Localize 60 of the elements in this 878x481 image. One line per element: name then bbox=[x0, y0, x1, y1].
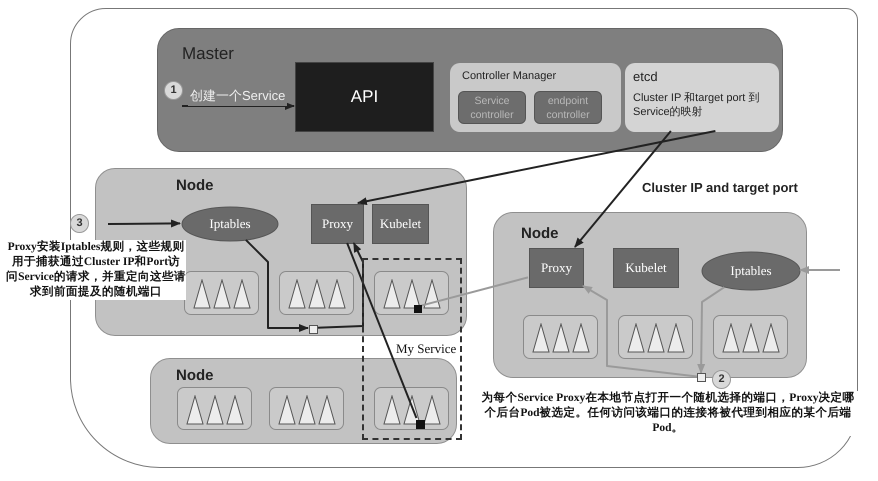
arrow bbox=[316, 242, 364, 329]
arrow bbox=[356, 130, 716, 206]
step-number: 1 bbox=[170, 83, 177, 98]
panel-title: Master bbox=[182, 43, 234, 65]
edge-label: 创建一个Service bbox=[188, 86, 288, 106]
box-title: etcd bbox=[633, 68, 659, 86]
ellipse-label: Iptables bbox=[209, 215, 251, 234]
box-label: Proxy bbox=[540, 259, 572, 278]
box-label: Kubelet bbox=[625, 259, 667, 278]
component-box bbox=[311, 204, 364, 244]
panel-title: Node bbox=[176, 366, 214, 386]
pod-group-box bbox=[374, 271, 449, 315]
iptables-ellipse bbox=[701, 251, 801, 291]
panel-title: Node bbox=[521, 224, 558, 244]
arrow bbox=[799, 266, 840, 274]
box-title: Controller Manager bbox=[462, 69, 556, 84]
arrow bbox=[245, 239, 309, 332]
controller-manager-box bbox=[450, 63, 621, 132]
panel-title: Node bbox=[176, 176, 214, 196]
pod-group-box bbox=[523, 315, 598, 359]
iptables-ellipse bbox=[181, 206, 279, 242]
step-badge bbox=[70, 214, 89, 233]
note-text: Proxy安装Iptables规则，这些规则用于捕获通过Cluster IP和Port访问Service的请求，并重定向这些请求到前面提及的随机端口 bbox=[6, 240, 186, 300]
controller-box bbox=[534, 91, 602, 124]
arrow bbox=[582, 285, 698, 378]
box-label: Kubelet bbox=[380, 215, 422, 234]
node-panel bbox=[150, 358, 457, 444]
component-box bbox=[529, 248, 584, 288]
component-box bbox=[372, 204, 429, 244]
box-label: Proxy bbox=[322, 215, 354, 234]
pod-group-box bbox=[269, 387, 344, 430]
step-number: 3 bbox=[76, 216, 83, 232]
pod-group-box bbox=[279, 271, 354, 315]
master-panel bbox=[157, 28, 783, 152]
port-square bbox=[416, 420, 425, 429]
component-box bbox=[613, 248, 679, 288]
box-label: API bbox=[350, 86, 378, 108]
step-badge bbox=[164, 81, 183, 100]
box-description: Cluster IP 和target port 到Service的映射 bbox=[633, 90, 760, 118]
box-label: endpoint controller bbox=[545, 94, 591, 122]
port-square bbox=[309, 325, 318, 334]
step-badge bbox=[712, 370, 731, 389]
api-box bbox=[295, 62, 434, 132]
arrow bbox=[574, 130, 672, 248]
service-label: My Service bbox=[396, 340, 456, 358]
arrow bbox=[108, 219, 181, 228]
pod-group-box bbox=[618, 315, 693, 359]
controller-box bbox=[458, 91, 526, 124]
arrow bbox=[697, 286, 725, 374]
etcd-box bbox=[625, 63, 779, 132]
arrow bbox=[182, 102, 295, 110]
pod-group-box bbox=[177, 387, 252, 430]
port-square bbox=[414, 305, 422, 313]
pod-group-box bbox=[184, 271, 259, 315]
box-label: Service controller bbox=[469, 94, 515, 122]
ellipse-label: Iptables bbox=[730, 262, 772, 280]
port-square bbox=[697, 373, 706, 382]
pod-group-box bbox=[374, 387, 449, 430]
step-number: 2 bbox=[718, 372, 725, 388]
pod-group-box bbox=[713, 315, 788, 359]
